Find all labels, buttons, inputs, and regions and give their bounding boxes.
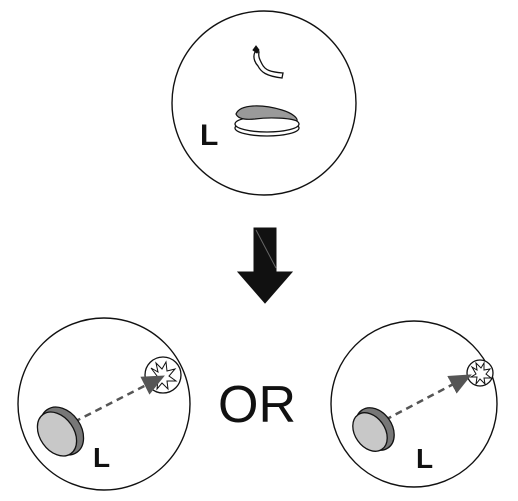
- button-disc-icon: [36, 406, 85, 457]
- step-top-peel-film: L: [171, 10, 357, 196]
- disc-with-film-icon: [234, 105, 300, 137]
- option-left: L: [17, 317, 191, 491]
- screw-head-icon: [144, 356, 182, 394]
- button-disc-icon: [352, 407, 395, 452]
- dashed-path-left: [73, 375, 165, 424]
- step-top-label: L: [200, 119, 218, 152]
- strip-tip-icon: [252, 45, 260, 54]
- down-arrow-icon: [236, 227, 294, 304]
- option-right: L: [330, 320, 498, 488]
- option-left-circle: [17, 317, 191, 491]
- screw-head-icon: [466, 359, 494, 387]
- option-left-label: L: [93, 442, 110, 473]
- or-connector-text: OR: [218, 376, 296, 434]
- dashed-path-right: [384, 374, 472, 422]
- option-right-circle: [330, 320, 498, 488]
- peeled-strip-icon: [253, 51, 284, 79]
- step-top-circle: [171, 10, 357, 196]
- option-right-label: L: [416, 443, 433, 474]
